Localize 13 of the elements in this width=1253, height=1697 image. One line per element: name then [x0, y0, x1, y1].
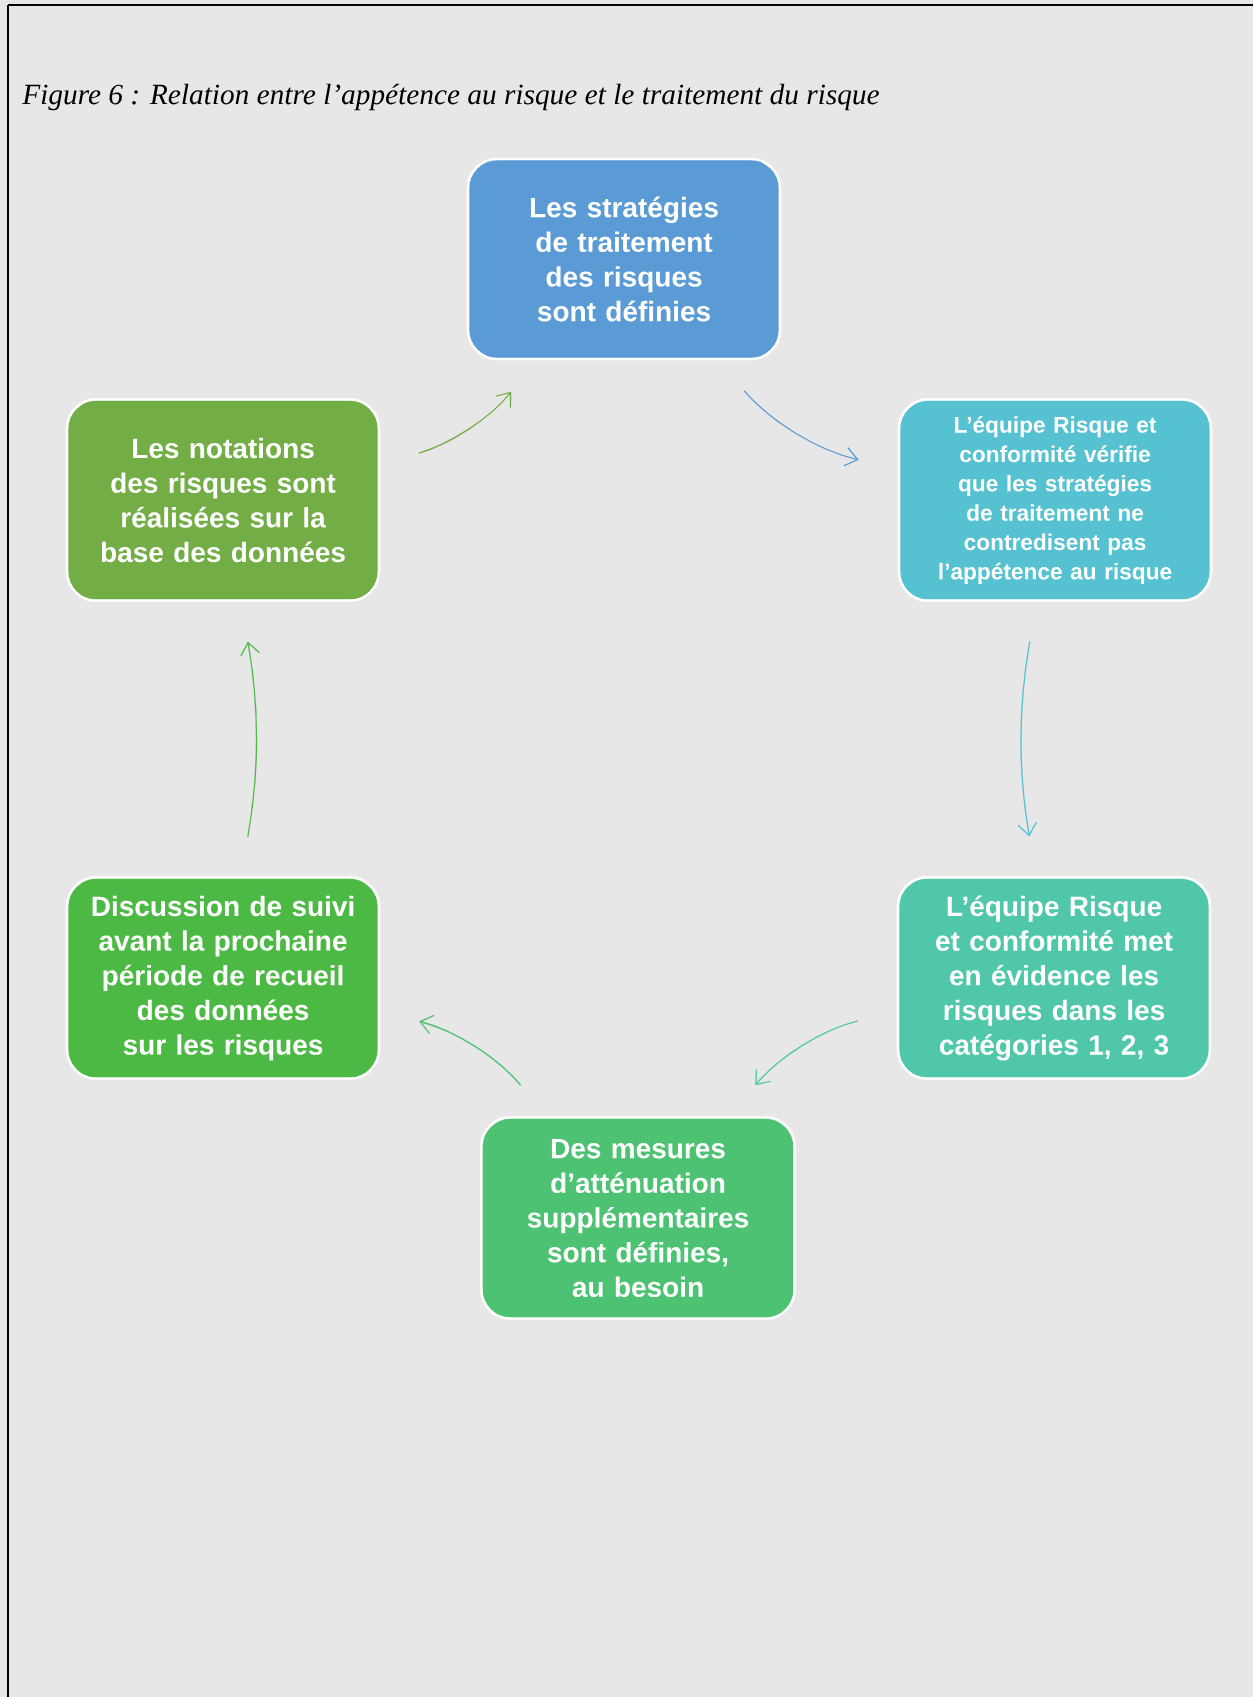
arrow [755, 1020, 859, 1086]
arrow [419, 1014, 522, 1086]
process-box: Des mesures d’atténuation supplémentaires sont définies, au besoin [480, 1116, 796, 1320]
figure-title: Figure 6 : Relation entre l’appétence au risque et le traitement du risque [22, 83, 879, 111]
arrow [743, 389, 859, 467]
arrow [418, 391, 512, 454]
process-box: L’équipe Risque et conformité vérifie que les stratégies de traitement ne contredisent pas l’appétence au risque [897, 398, 1213, 602]
process-box: L’équipe Risque et conformité met en évidence les risques dans les catégories 1, 2, 3 [896, 876, 1212, 1080]
arrow [240, 641, 260, 838]
arrow [1017, 640, 1038, 837]
process-box: Discussion de suivi avant la prochaine période de recueil des données sur les risques [65, 876, 381, 1080]
process-box: Les stratégies de traitement des risques sont définies [466, 157, 782, 361]
process-box: Les notations des risques sont réalisées sur la base des données [65, 398, 381, 602]
